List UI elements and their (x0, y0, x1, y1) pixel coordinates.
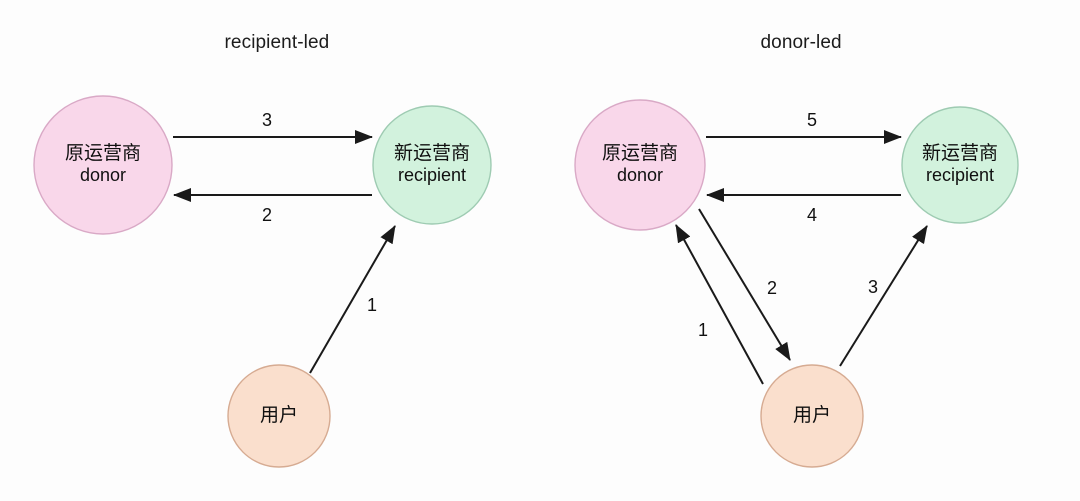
node-donor-led-user[interactable] (760, 364, 864, 468)
edge-label-donor-led-donor-to-recipient: 5 (807, 109, 818, 130)
edge-label-donor-led-user-to-donor: 1 (698, 319, 709, 340)
nodes-layer (33, 95, 1019, 468)
node-donor-led-donor[interactable] (574, 99, 706, 231)
edge-label-donor-led-donor-to-user: 2 (767, 277, 778, 298)
node-donor-led-recipient[interactable] (901, 106, 1019, 224)
edge-label-donor-led-recipient-to-donor: 4 (807, 204, 818, 225)
node-recipient-led-donor[interactable] (33, 95, 173, 235)
edge-label-recipient-led-user-to-recipient: 1 (367, 294, 378, 315)
edge-donor-led-user-to-donor (675, 224, 764, 385)
panel-title-recipient-led: recipient-led (224, 32, 330, 53)
edges-layer (173, 130, 928, 385)
edge-recipient-led-user-to-recipient (309, 225, 396, 374)
edge-label-recipient-led-donor-to-recipient: 3 (262, 109, 273, 130)
edge-label-donor-led-user-to-recipient: 3 (868, 276, 879, 297)
panel-title-donor-led: donor-led (760, 32, 842, 53)
edge-label-recipient-led-recipient-to-donor: 2 (262, 204, 273, 225)
edge-donor-led-donor-to-user (698, 208, 791, 361)
node-recipient-led-user[interactable] (227, 364, 331, 468)
edge-donor-led-user-to-recipient (839, 225, 928, 367)
node-recipient-led-recipient[interactable] (372, 105, 492, 225)
